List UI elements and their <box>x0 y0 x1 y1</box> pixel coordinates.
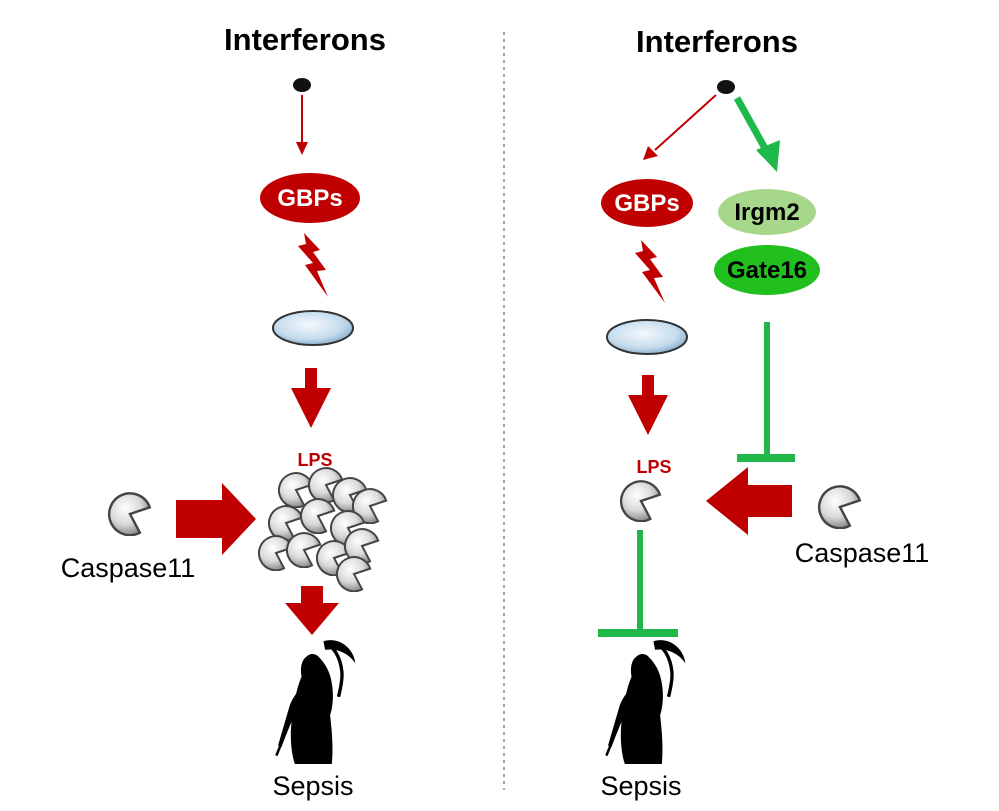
arrow-caspase-to-lps <box>176 483 256 555</box>
grim-reaper-icon <box>604 638 688 764</box>
arrow-head <box>756 140 780 172</box>
arrow-head <box>628 395 668 435</box>
arrow-lps-to-sepsis <box>301 586 323 604</box>
gbps-node <box>260 173 360 223</box>
lightning-icon <box>635 240 665 303</box>
caspase-label: Caspase11 <box>61 553 196 583</box>
vesicle-icon <box>272 310 354 346</box>
left-panel: Interferons GBPs LPS <box>61 22 388 801</box>
caspase-label: Caspase11 <box>795 538 930 568</box>
right-title: Interferons <box>636 24 798 59</box>
arrow-ifn-to-gbps <box>654 94 717 151</box>
right-panel: Interferons GBPs Irgm2 Gate16 LPS C <box>598 24 929 801</box>
arrow-head <box>291 388 331 428</box>
gate16-label: Gate16 <box>727 257 807 284</box>
grim-reaper-icon <box>274 638 358 764</box>
arrow-head <box>285 603 339 635</box>
arrow-vesicle-to-lps <box>642 375 654 397</box>
gate16-node <box>714 245 820 295</box>
outcome-label: Sepsis <box>272 771 353 801</box>
gbps-label: GBPs <box>614 190 679 217</box>
interferon-dot-icon <box>717 80 735 94</box>
caspase-pacman-icon <box>818 485 862 529</box>
arrow-vesicle-to-lps <box>305 368 317 390</box>
lightning-icon <box>298 233 328 297</box>
lps-label: LPS <box>297 450 332 470</box>
arrow-head <box>296 142 308 155</box>
arrow-caspase-to-lps <box>706 467 792 535</box>
gbps-label: GBPs <box>277 185 342 212</box>
irgm2-label: Irgm2 <box>734 199 799 226</box>
arrow-head <box>643 146 658 160</box>
gbps-node <box>601 179 693 227</box>
interferon-dot-icon <box>293 78 311 92</box>
lps-label: LPS <box>636 457 671 477</box>
caspase-pacman-icon <box>108 492 152 536</box>
irgm2-node <box>718 189 816 235</box>
lps-caspase-icon <box>620 480 662 522</box>
vesicle-icon <box>606 319 688 355</box>
outcome-label: Sepsis <box>600 771 681 801</box>
lps-caspase-cluster <box>258 467 388 592</box>
left-title: Interferons <box>224 22 386 57</box>
arrow-ifn-to-irgm2 <box>733 96 771 154</box>
